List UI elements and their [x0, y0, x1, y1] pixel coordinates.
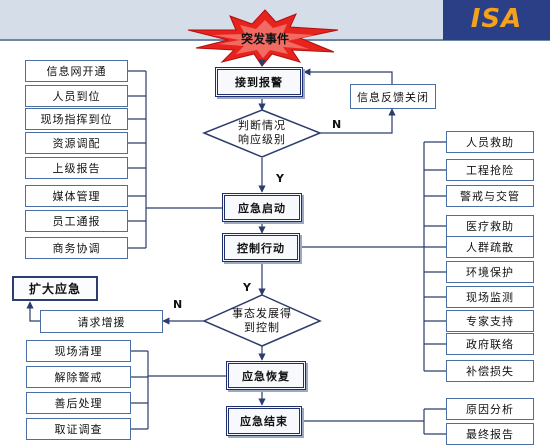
title-label: 突发事件	[240, 32, 289, 46]
decision-develop-label: 事态发展得 到控制	[232, 307, 292, 334]
edge-label-yes-recover: Y	[243, 281, 251, 294]
right-item-rescue: 人员救助	[446, 131, 534, 153]
left-item-media: 媒体管理	[25, 185, 128, 207]
edge-label-yes-start: Y	[276, 172, 284, 185]
title-starburst-core	[212, 20, 314, 58]
right-item-medical: 医疗救助	[446, 215, 534, 237]
edge-judge-feedback	[320, 108, 396, 134]
right-item-monitoring: 现场监测	[446, 286, 534, 308]
node-request-reinforce: 请求增援	[40, 310, 163, 333]
edge-label-no-escalate: N	[173, 298, 183, 311]
left-item-command-onsite: 现场指挥到位	[25, 108, 128, 130]
logo-text: ISA	[470, 4, 523, 34]
left-item-site-cleanup: 现场清理	[26, 340, 131, 362]
left-item-aftermath: 善后处理	[26, 392, 131, 414]
right-item-environment: 环境保护	[446, 261, 534, 283]
left-item-report-superior: 上级报告	[25, 157, 128, 179]
decision-develop	[202, 294, 322, 347]
right-item-final-report: 最终报告	[446, 423, 534, 445]
edge-label-no-feedback: N	[332, 118, 342, 131]
edge-escalate-expand	[26, 301, 40, 322]
right-item-compensation: 补偿损失	[446, 360, 534, 382]
node-emergency-recover: 应急恢复	[226, 361, 306, 390]
node-expand-emergency: 扩大应急	[12, 276, 98, 301]
decision-judge-label: 判断情况 响应级别	[238, 119, 286, 146]
right-item-engineering: 工程抢险	[446, 159, 534, 181]
company-logo: ISA	[443, 0, 550, 40]
node-emergency-end: 应急结束	[226, 406, 302, 436]
left-item-staff-onsite: 人员到位	[25, 85, 128, 107]
node-feedback-close: 信息反馈关闭	[350, 84, 436, 109]
left-item-evidence: 取证调查	[26, 418, 131, 440]
node-control-action: 控制行动	[222, 233, 300, 262]
right-item-government: 政府联络	[446, 333, 534, 355]
right-item-cause-analysis: 原因分析	[446, 398, 534, 420]
left-item-business-coord: 商务协调	[25, 237, 128, 259]
right-item-experts: 专家支持	[446, 310, 534, 332]
edge-feedback-receive	[303, 68, 393, 84]
left-item-lift-cordon: 解除警戒	[26, 366, 131, 388]
node-receive-alarm: 接到报警	[215, 67, 303, 97]
node-emergency-start: 应急启动	[222, 193, 302, 222]
decision-judge	[202, 109, 322, 158]
right-item-traffic: 警戒与交管	[446, 185, 534, 207]
left-item-info-network: 信息网开通	[25, 60, 128, 82]
left-item-staff-notice: 员工通报	[25, 210, 128, 232]
left-item-resource-dispatch: 资源调配	[25, 132, 128, 154]
right-item-evacuation: 人群疏散	[446, 236, 534, 258]
